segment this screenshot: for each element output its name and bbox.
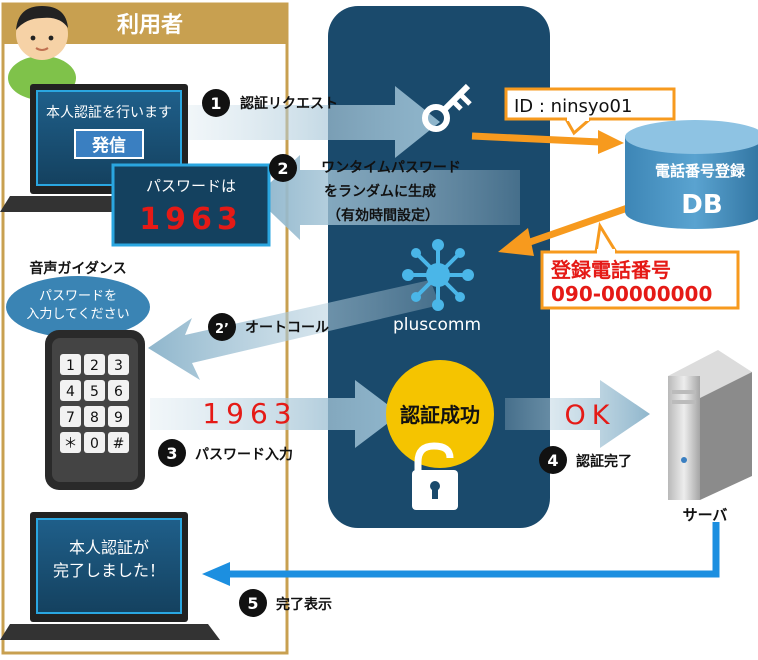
- db-line2: DB: [681, 190, 722, 220]
- arrow-auth-complete: [505, 380, 650, 448]
- step-4: 4 認証完了: [539, 446, 632, 474]
- keypad-key-label: 0: [90, 436, 99, 452]
- keypad-key[interactable]: 8: [84, 406, 105, 427]
- step-1-label: 認証リクエスト: [240, 95, 338, 112]
- step-1: 1 認証リクエスト: [202, 89, 338, 117]
- auth-success-badge: 認証成功: [386, 360, 494, 468]
- keypad-key-label: ＊: [64, 436, 78, 452]
- keypad-key[interactable]: 6: [108, 380, 129, 401]
- step-3-number: 3: [166, 444, 177, 463]
- step-5-label: 完了表示: [276, 596, 332, 613]
- pluscomm-logo-icon: [402, 239, 474, 311]
- step-3-code: 1963: [202, 397, 297, 430]
- step-2b: 2’ オートコール: [208, 313, 329, 341]
- keypad-key[interactable]: 1: [60, 354, 81, 375]
- arrow-to-db: [471, 130, 624, 154]
- laptop-bottom-line2: 完了しました！: [53, 561, 165, 580]
- server-icon: [668, 350, 752, 500]
- password-popup: パスワードは 1963: [111, 163, 271, 247]
- arrow-request: [185, 86, 440, 158]
- keypad-key[interactable]: 4: [60, 380, 81, 401]
- keypad-key[interactable]: 3: [108, 354, 129, 375]
- keypad-key[interactable]: 0: [84, 432, 105, 453]
- send-button-label: 発信: [91, 135, 126, 156]
- registered-phone-label: 登録電話番号: [550, 258, 671, 282]
- keypad-key[interactable]: ＊: [60, 432, 81, 453]
- unlocked-padlock-icon: [412, 442, 458, 510]
- step-2-line3: （有効時間設定）: [327, 207, 439, 224]
- keypad-key[interactable]: 9: [108, 406, 129, 427]
- server-label: サーバ: [683, 506, 728, 524]
- arrow-otp-return: [255, 155, 520, 240]
- step-2-line2: をランダムに生成: [324, 183, 436, 200]
- keypad-key-label: 3: [114, 358, 123, 374]
- step-4-ok: OK: [565, 400, 616, 431]
- voice-bubble-line2: 入力してください: [26, 307, 129, 322]
- registered-phone-callout: 登録電話番号 090-00000000: [540, 221, 740, 310]
- step-5-number: 5: [247, 594, 258, 613]
- auth-success-text: 認証成功: [400, 403, 480, 427]
- step-2b-label: オートコール: [245, 320, 329, 336]
- step-1-number: 1: [210, 94, 221, 113]
- step-2-number: 2: [277, 159, 288, 178]
- voice-guidance-label: 音声ガイダンス: [29, 260, 126, 277]
- keypad-key-label: 8: [90, 410, 99, 426]
- step-4-label: 認証完了: [576, 453, 632, 470]
- voice-bubble-line1: パスワードを: [39, 289, 117, 304]
- keypad-key-label: #: [113, 436, 125, 452]
- step-3: 3 パスワード入力: [158, 439, 293, 467]
- step-5: 5 完了表示: [239, 589, 332, 617]
- keypad-key-label: 9: [114, 410, 123, 426]
- laptop-bottom: 本人認証が 完了しました！: [0, 512, 220, 640]
- step-2: 2 ワンタイムパスワード をランダムに生成 （有効時間設定）: [269, 154, 461, 224]
- step-2-line1: ワンタイムパスワード: [321, 160, 461, 176]
- arrow-autocall: [148, 280, 440, 380]
- laptop-top-screen-text: 本人認証を行います: [46, 105, 172, 121]
- id-callout: ID : ninsyo01: [504, 87, 676, 136]
- keypad-key-label: 7: [66, 410, 75, 426]
- laptop-bottom-line1: 本人認証が: [69, 538, 149, 557]
- password-popup-code: 1963: [139, 202, 243, 237]
- key-icon: [422, 83, 472, 132]
- registered-phone-number: 090-00000000: [551, 282, 712, 306]
- phone-db-cylinder: 電話番号登録 DB: [625, 120, 758, 229]
- id-callout-text: ID : ninsyo01: [514, 96, 632, 117]
- step-4-number: 4: [547, 451, 558, 470]
- keypad-key-label: 1: [66, 358, 75, 374]
- arrow-password-input: [150, 380, 400, 448]
- db-line1: 電話番号登録: [655, 162, 746, 180]
- user-panel-title: 利用者: [117, 13, 183, 38]
- keypad-key[interactable]: 2: [84, 354, 105, 375]
- keypad-key[interactable]: 7: [60, 406, 81, 427]
- keypad-key-label: 6: [114, 384, 123, 400]
- arrow-from-db: [498, 201, 638, 256]
- pluscomm-brand: pluscomm: [393, 315, 481, 335]
- keypad-key-label: 2: [90, 358, 99, 374]
- arrow-completion-notice: [202, 522, 720, 586]
- keypad-key-label: 5: [90, 384, 99, 400]
- keypad-key[interactable]: #: [108, 432, 129, 453]
- keypad-key-label: 4: [66, 384, 75, 400]
- step-3-label: パスワード入力: [195, 446, 293, 463]
- keypad-key[interactable]: 5: [84, 380, 105, 401]
- step-2b-number: 2’: [215, 322, 229, 337]
- password-popup-text: パスワードは: [146, 177, 236, 195]
- send-button[interactable]: 発信: [74, 129, 144, 159]
